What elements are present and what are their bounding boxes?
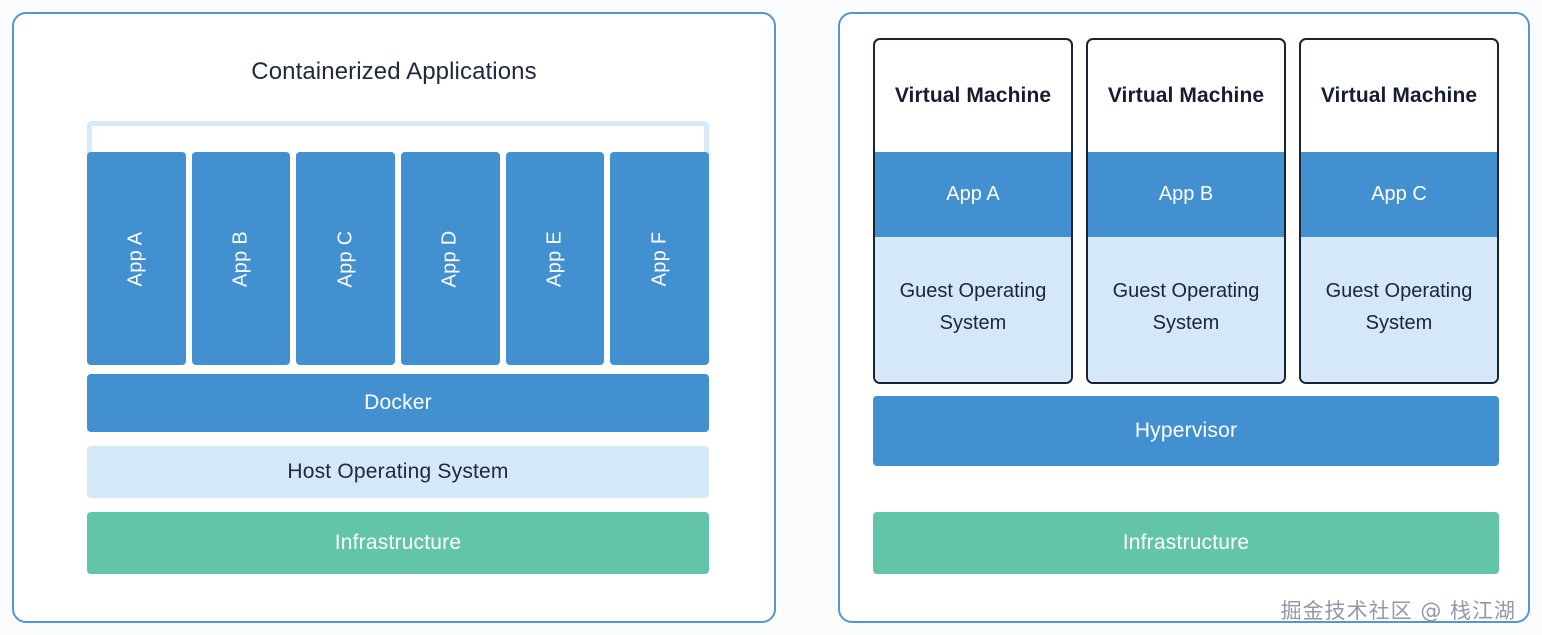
app-container-a-label: App A bbox=[124, 231, 147, 286]
app-container-e-label: App E bbox=[543, 230, 566, 287]
app-container-d-label: App D bbox=[438, 229, 461, 288]
app-container-d[interactable]: App D bbox=[401, 152, 500, 365]
virtual-machine-3-guest-os: Guest Operating System bbox=[1301, 237, 1497, 382]
app-container-f-label: App F bbox=[648, 231, 671, 286]
app-container-f[interactable]: App F bbox=[610, 152, 710, 365]
app-container-e[interactable]: App E bbox=[505, 152, 605, 365]
virtual-machine-1-guest-os: Guest Operating System bbox=[875, 237, 1071, 382]
hypervisor-layer[interactable]: Hypervisor bbox=[873, 396, 1499, 466]
infrastructure-layer-right[interactable]: Infrastructure bbox=[873, 512, 1499, 574]
docker-layer[interactable]: Docker bbox=[87, 374, 709, 432]
virtual-machine-3-title: Virtual Machine bbox=[1320, 84, 1478, 107]
app-container-a[interactable]: App A bbox=[87, 152, 186, 365]
app-container-c[interactable]: App C bbox=[296, 152, 396, 365]
container-architecture-panel: Containerized Applications App A App B A… bbox=[12, 12, 776, 623]
virtual-machine-2-guest-os: Guest Operating System bbox=[1088, 237, 1284, 382]
virtual-machine-3-app: App C bbox=[1301, 152, 1497, 237]
app-container-b[interactable]: App B bbox=[191, 152, 291, 365]
host-operating-system-layer[interactable]: Host Operating System bbox=[87, 446, 709, 498]
virtual-machine-1-app: App A bbox=[875, 152, 1071, 237]
app-container-b-label: App B bbox=[229, 230, 252, 287]
app-container-row: App A App B App C App D App E App F bbox=[87, 152, 710, 365]
app-container-c-label: App C bbox=[334, 229, 357, 288]
virtual-machine-architecture-panel: Virtual Machine App A Guest Operating Sy… bbox=[838, 12, 1530, 623]
virtual-machine-1-title: Virtual Machine bbox=[894, 84, 1052, 107]
virtual-machine-row: Virtual Machine App A Guest Operating Sy… bbox=[873, 38, 1499, 384]
watermark: 掘金技术社区 @ 栈江湖 bbox=[1280, 599, 1516, 623]
virtual-machine-2[interactable]: Virtual Machine App B Guest Operating Sy… bbox=[1086, 38, 1286, 384]
virtual-machine-1[interactable]: Virtual Machine App A Guest Operating Sy… bbox=[873, 38, 1073, 384]
virtual-machine-2-title: Virtual Machine bbox=[1107, 84, 1265, 107]
virtual-machine-3[interactable]: Virtual Machine App C Guest Operating Sy… bbox=[1299, 38, 1499, 384]
containerized-apps-frame bbox=[87, 121, 709, 159]
virtual-machine-2-app: App B bbox=[1088, 152, 1284, 237]
infrastructure-layer-left[interactable]: Infrastructure bbox=[87, 512, 709, 574]
page-title: Containerized Applications bbox=[251, 58, 537, 85]
